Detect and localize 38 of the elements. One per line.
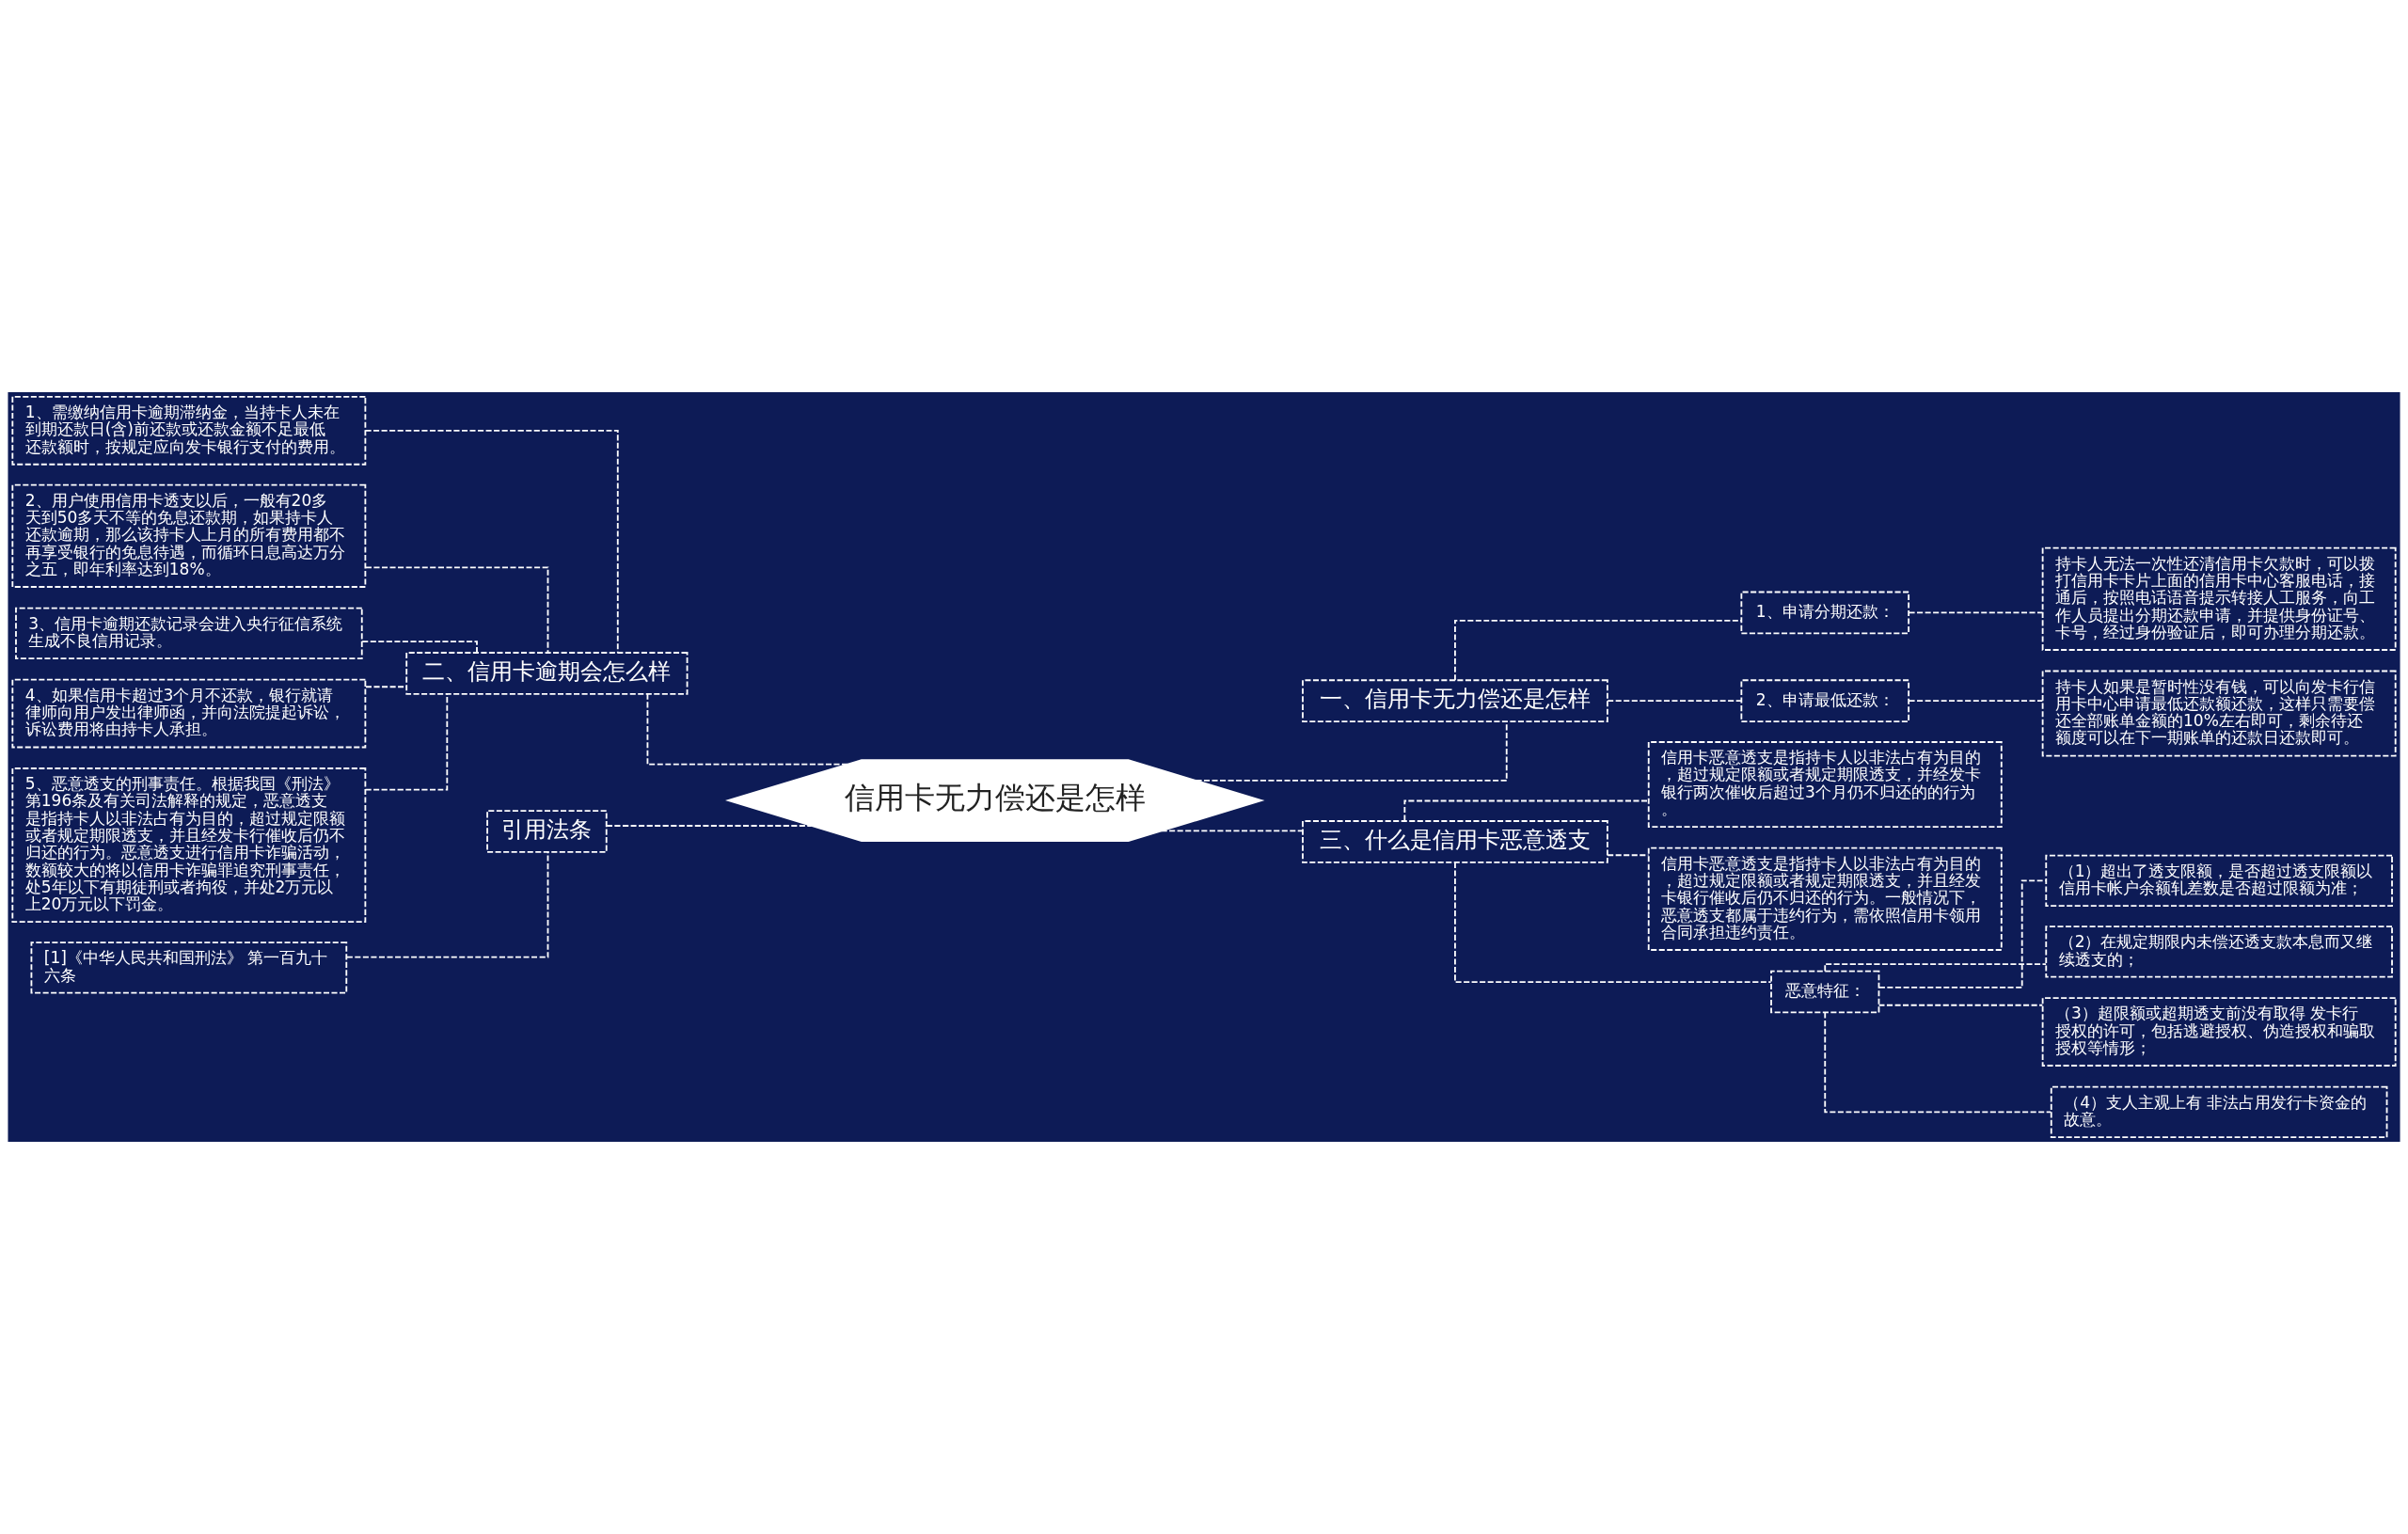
connector bbox=[646, 693, 849, 766]
connector bbox=[1454, 862, 1772, 984]
connector bbox=[1824, 963, 2048, 973]
node-box: 持卡人无法一次性还清信用卡欠款时，可以拨打信用卡卡片上面的信用卡中心客服电话，接通后，按照电话语音提示转接人工服务，向工作人员提出分期还款申请，并提供身份证号、卡号，经过身份验证后，即可办理分期还款。 bbox=[2041, 546, 2397, 651]
connector bbox=[606, 825, 813, 827]
connector bbox=[364, 693, 449, 791]
node-box: 2、用户使用信用卡透支以后，一般有20多天到50多天不等的免息还款期，如果持卡人还款逾期，那么该持卡人上月的所有费用都不再享受银行的免息待遇，而循环日息高达万分之五，即年利率达到18%。 bbox=[11, 483, 367, 588]
node-box: （3）超限额或超期透支前没有取得 发卡行授权的许可，包括逃避授权、伪造授权和骗取授权等情形； bbox=[2041, 997, 2397, 1067]
connector bbox=[361, 640, 478, 654]
connector bbox=[364, 429, 619, 654]
node-box: 引用法条 bbox=[486, 810, 608, 853]
connector bbox=[1607, 700, 1742, 703]
node-box: [1]《中华人民共和国刑法》 第一百九十六条 bbox=[30, 941, 348, 994]
node-box: （4）支人主观上有 非法占用发行卡资金的故意。 bbox=[2050, 1085, 2388, 1139]
node-box: 信用卡恶意透支是指持卡人以非法占有为目的，超过规定限额或者规定期限透支，并且经发卡银行催收后仍不归还的行为。一般情况下，恶意透支都属于违约行为，需依照信用卡领用合同承担违约责任。 bbox=[1647, 846, 2003, 951]
connector bbox=[1824, 1011, 2052, 1114]
connector bbox=[1454, 620, 1742, 682]
node-box: 1、需缴纳信用卡逾期滞纳金，当持卡人未在到期还款日(含)前还款或还款金额不足最低还款额时，按规定应向发卡银行支付的费用。 bbox=[11, 395, 367, 466]
node-box: 二、信用卡逾期会怎么样 bbox=[405, 652, 689, 695]
node-box: （1）超出了透支限额，是否超过透支限额以信用卡帐户余额轧差数是否超过限额为准； bbox=[2045, 854, 2393, 908]
node-box: 2、申请最低还款： bbox=[1740, 679, 1910, 722]
node-box: 4、如果信用卡超过3个月不还款，银行就请律师向用户发出律师函，并向法院提起诉讼，诉讼费用将由持卡人承担。 bbox=[11, 678, 367, 749]
node-box: 持卡人如果是暂时性没有钱，可以向发卡行信用卡中心申请最低还款额还款，这样只需要偿还全部账单金额的10%左右即可，剩余待还额度可以在下一期账单的还款日还款即可。 bbox=[2041, 670, 2397, 757]
connector bbox=[1160, 830, 1304, 832]
node-box: 信用卡恶意透支是指持卡人以非法占有为目的，超过规定限额或者规定期限透支，并经发卡银行两次催收后超过3个月仍不归还的的行为。 bbox=[1647, 741, 2003, 829]
connector bbox=[1908, 611, 2044, 614]
node-box: 三、什么是信用卡恶意透支 bbox=[1302, 820, 1608, 863]
connector bbox=[345, 851, 549, 958]
connector bbox=[364, 566, 549, 654]
node-box: 5、恶意透支的刑事责任。根据我国《刑法》第196条及有关司法解释的规定，恶意透支是指持卡人以非法占有为目的，超过规定限额或者规定期限透支，并且经发卡行催收后仍不归还的行为。恶意透支进行信用卡诈骗活动，数额较大的将以信用卡诈骗罪追究刑事责任，处5年以下有期徒刑或者拘役，并处2万元以上20万元以下罚金。 bbox=[11, 767, 367, 924]
connector bbox=[1403, 799, 1650, 822]
node-box: （2）在规定期限内未偿还透支款本息而又继续透支的； bbox=[2045, 925, 2393, 978]
node-box: 恶意特征： bbox=[1770, 970, 1880, 1014]
node-box: 1、申请分期还款： bbox=[1740, 591, 1910, 635]
node-box: 一、信用卡无力偿还是怎样 bbox=[1302, 679, 1608, 722]
node-box: 3、信用卡逾期还款记录会进入央行征信系统生成不良信用记录。 bbox=[15, 607, 363, 660]
connector bbox=[1877, 1004, 2044, 1006]
connector bbox=[1908, 700, 2044, 703]
